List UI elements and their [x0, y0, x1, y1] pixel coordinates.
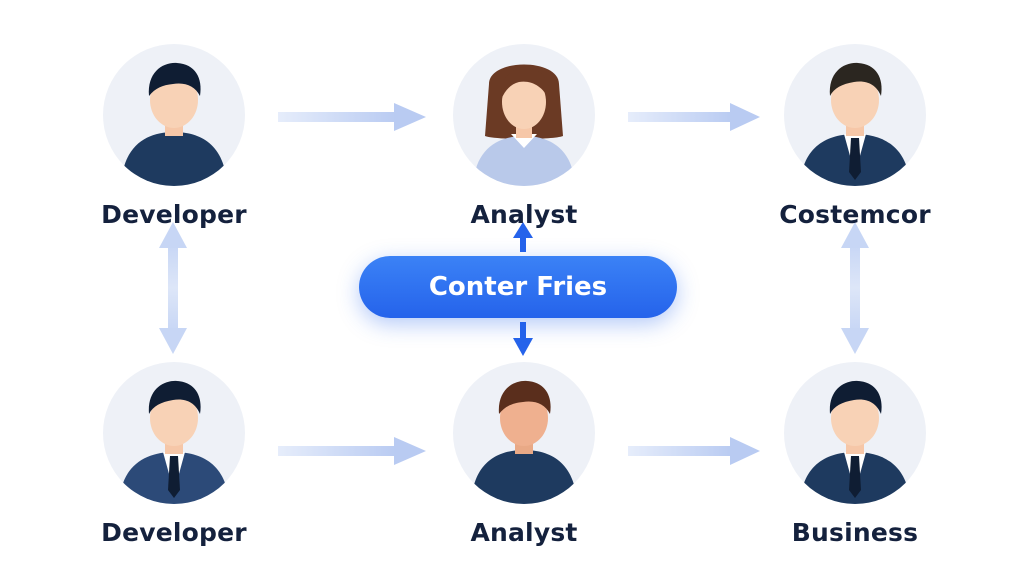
- arrow-bottom-center-to-right: [628, 437, 760, 465]
- center-hub-button[interactable]: Conter Fries: [359, 256, 677, 318]
- node-label: Analyst: [470, 518, 578, 547]
- node-analyst-bottom[interactable]: Analyst: [434, 362, 614, 547]
- node-label: Business: [791, 518, 919, 547]
- arrow-right-vertical: [841, 222, 869, 354]
- person-casual-icon: [103, 44, 245, 186]
- node-analyst-top[interactable]: Analyst: [434, 44, 614, 229]
- arrow-bottom-left-to-center: [278, 437, 426, 465]
- node-costemcor-top[interactable]: Costemcor: [765, 44, 945, 229]
- person-casual-icon: [453, 362, 595, 504]
- person-female-icon: [453, 44, 595, 186]
- node-developer-bottom[interactable]: Developer: [84, 362, 264, 547]
- node-developer-top[interactable]: Developer: [84, 44, 264, 229]
- arrow-left-vertical: [159, 222, 187, 354]
- node-business-bottom[interactable]: Business: [765, 362, 945, 547]
- node-label: Analyst: [470, 200, 578, 229]
- person-suit-icon: [784, 44, 926, 186]
- person-suit-icon: [103, 362, 245, 504]
- arrow-top-center-to-right: [628, 103, 760, 131]
- person-suit-icon: [784, 362, 926, 504]
- arrow-center-up: [513, 222, 533, 252]
- node-label: Developer: [101, 518, 247, 547]
- node-label: Costemcor: [779, 200, 931, 229]
- node-label: Developer: [101, 200, 247, 229]
- arrow-center-down: [513, 322, 533, 356]
- arrow-top-left-to-center: [278, 103, 426, 131]
